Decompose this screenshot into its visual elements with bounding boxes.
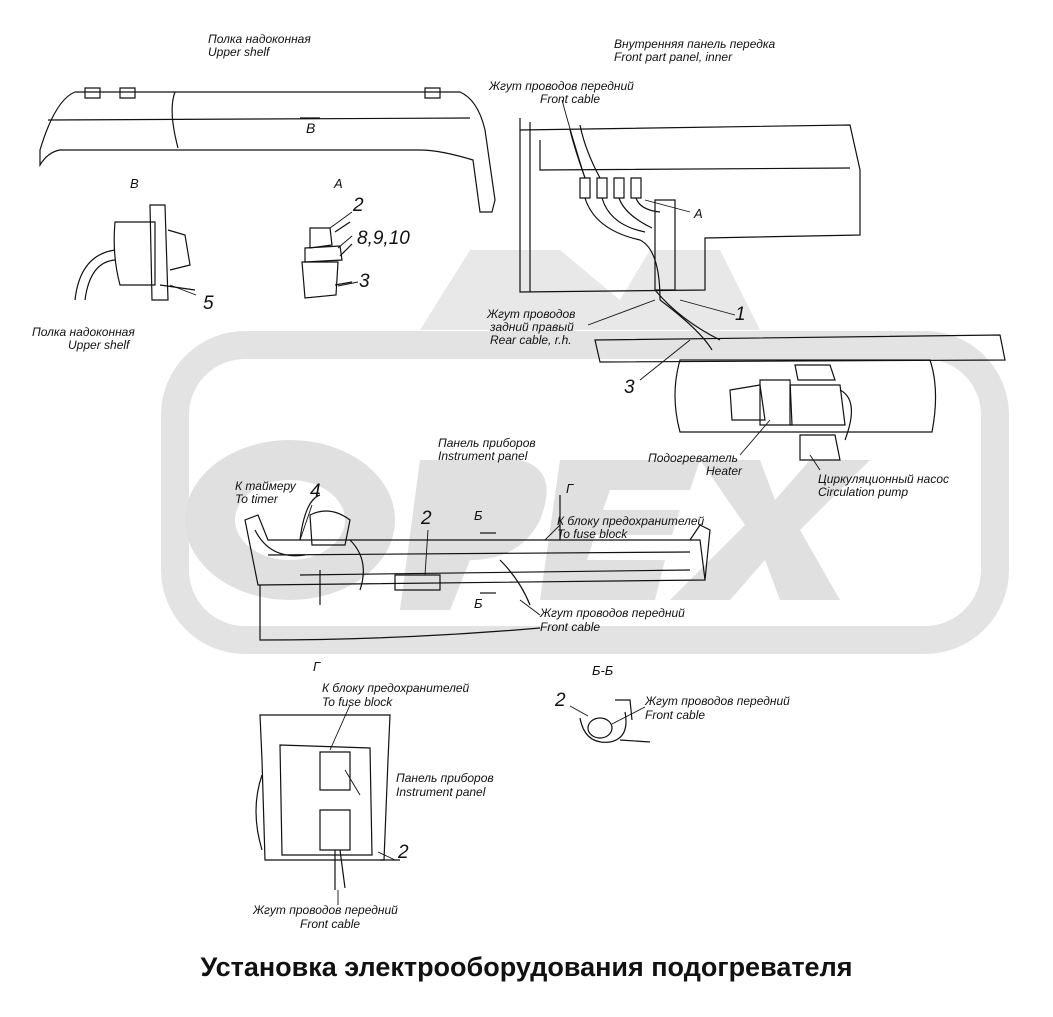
front-panel-label-en: Front part panel, inner — [614, 50, 733, 64]
front-cable-low-label-ru: Жгут проводов передний — [253, 903, 398, 917]
heater-label-ru: Подогреватель — [648, 451, 738, 465]
view-g-drawing — [255, 714, 400, 890]
view-b-drawing — [74, 204, 196, 301]
front-cable-low-label-en: Front cable — [300, 917, 361, 931]
front-panel-label-ru: Внутренняя панель передка — [614, 37, 776, 51]
upper-shelf-label-ru: Полка надоконная — [208, 32, 311, 46]
upper-shelf-mid-label-ru: Полка надоконная — [32, 325, 135, 339]
rear-cable-label-ru-2: задний правый — [490, 320, 574, 334]
callout-1: 1 — [735, 304, 746, 325]
callout-3-main: 3 — [624, 377, 635, 398]
timer-label-ru: К таймеру — [235, 479, 296, 493]
heater-drawing — [594, 289, 1006, 461]
fuse-block-low-label-ru: К блоку предохранителей — [322, 681, 470, 695]
view-a-marker: A — [694, 206, 703, 221]
fuse-block-mid-label-en: To fuse block — [557, 527, 628, 541]
callout-8-9-10: 8,9,10 — [357, 228, 410, 249]
front-cable-bb-label-en: Front cable — [645, 708, 706, 722]
view-a-drawing — [301, 221, 353, 299]
callout-2-bb: 2 — [555, 690, 566, 711]
instrument-panel-low-label-en: Instrument panel — [396, 785, 486, 799]
callout-2-view-a: 2 — [353, 195, 364, 216]
upper-shelf-label-en: Upper shelf — [208, 45, 270, 59]
callout-5: 5 — [203, 293, 214, 314]
front-cable-mid-label-ru: Жгут проводов передний — [540, 606, 685, 620]
front-cable-bb-label-ru: Жгут проводов передний — [645, 694, 790, 708]
instrument-panel-drawing — [244, 494, 711, 641]
section-b-marker-1: Б — [474, 508, 483, 523]
upper-shelf-drawing — [39, 87, 496, 213]
instrument-panel-low-label-ru: Панель приборов — [396, 771, 494, 785]
timer-label-en: To timer — [235, 492, 278, 506]
front-panel-drawing — [519, 118, 861, 301]
instrument-panel-label-ru: Панель приборов — [438, 436, 536, 450]
callout-4: 4 — [310, 481, 321, 502]
upper-shelf-mid-label-en: Upper shelf — [68, 338, 130, 352]
view-b-heading: B — [130, 176, 139, 191]
leader-lines — [169, 99, 821, 905]
diagram-title: Установка электрооборудования подогреват… — [200, 952, 853, 982]
section-bb-drawing — [579, 699, 651, 743]
fuse-block-low-label-en: To fuse block — [322, 695, 393, 709]
front-cable-mid-label-en: Front cable — [540, 620, 601, 634]
section-g-marker: Г — [566, 481, 574, 496]
view-a-heading: A — [334, 176, 343, 191]
heater-label-en: Heater — [706, 464, 743, 478]
instrument-panel-label-en: Instrument panel — [438, 449, 528, 463]
rear-cable-label-en: Rear cable, r.h. — [490, 333, 572, 347]
callout-2-mid: 2 — [421, 508, 432, 529]
pump-label-en: Circulation pump — [818, 485, 909, 499]
view-g-heading: Г — [313, 659, 321, 674]
pump-label-ru: Циркуляционный насос — [818, 472, 949, 486]
section-b-marker-2: Б — [474, 596, 483, 611]
view-b-marker-shelf: B — [306, 120, 316, 136]
callout-3-view-a: 3 — [359, 271, 370, 292]
fuse-block-mid-label-ru: К блоку предохранителей — [557, 514, 705, 528]
view-bb-heading: Б-Б — [592, 663, 614, 678]
callout-2-view-g: 2 — [398, 842, 409, 863]
front-cable-top-label-ru: Жгут проводов передний — [489, 79, 634, 93]
rear-cable-label-ru-1: Жгут проводов — [487, 307, 576, 321]
front-cable-top-label-en: Front cable — [540, 92, 601, 106]
